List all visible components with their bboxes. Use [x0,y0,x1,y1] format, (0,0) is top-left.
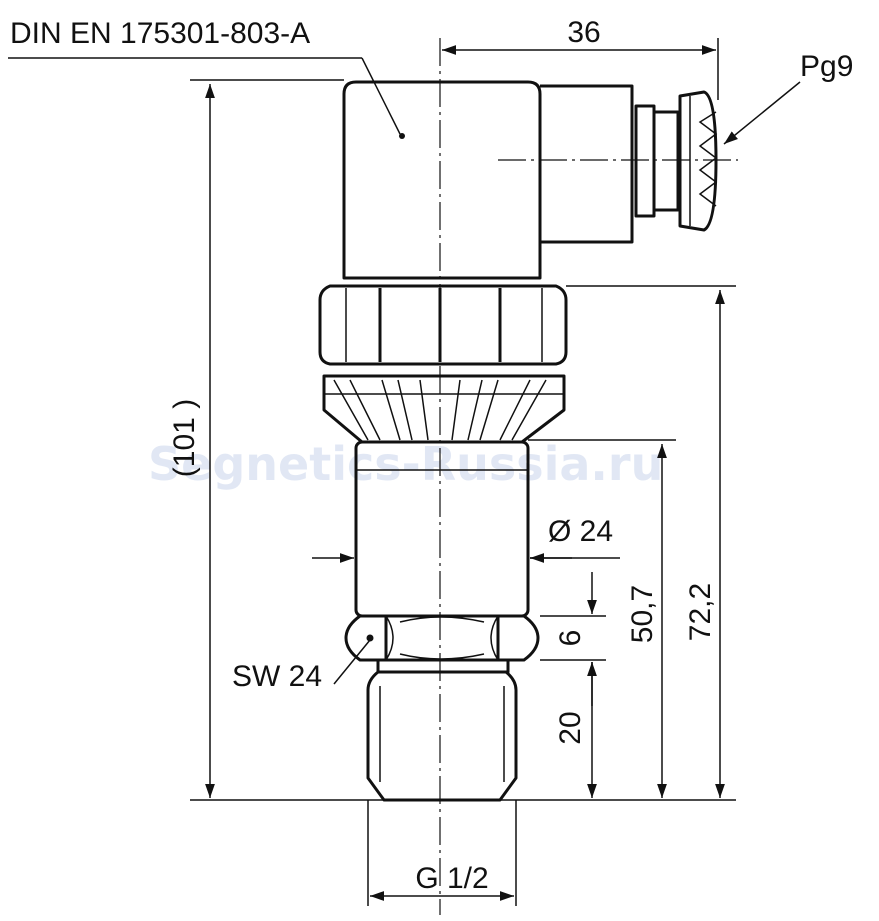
standard-label: DIN EN 175301-803-A [10,17,310,50]
cable-gland-label: Pg9 [800,50,853,83]
dim-top-width: 36 [567,16,600,49]
dim-hex-height: 6 [554,630,587,647]
hex-nut [344,614,540,662]
leader-lines [8,57,801,685]
dimension-lines [205,45,725,901]
dim-diameter: Ø 24 [548,515,613,548]
dim-overall-height: (101 ) [168,399,201,477]
connector-housing [342,80,738,280]
wrench-size-label: SW 24 [232,660,322,693]
ribbed-cone [322,374,566,444]
dim-total-lower: 72,2 [684,583,717,641]
union-nut [318,284,568,366]
extension-lines [190,38,736,906]
threaded-stem [366,658,518,802]
dim-body-height: 50,7 [626,585,659,643]
dim-thread-length: 20 [554,711,587,744]
watermark: Segnetics-Russia.ru [148,437,663,491]
cable-gland [634,90,718,232]
thread-label: G 1/2 [415,862,488,895]
